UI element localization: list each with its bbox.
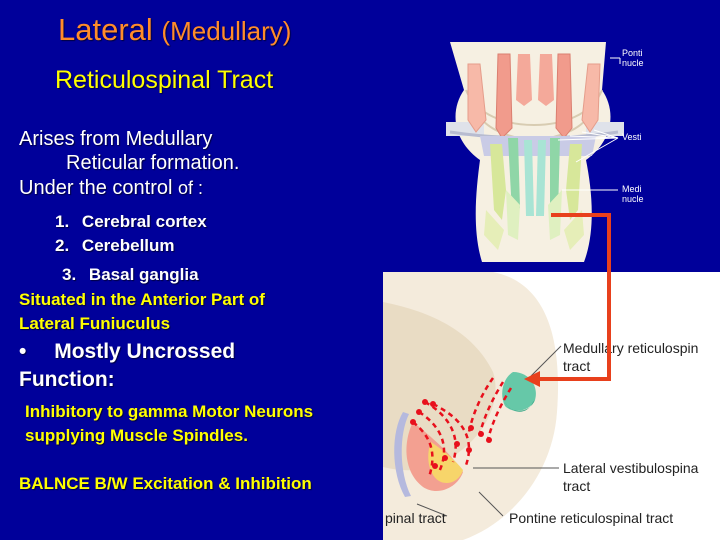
arises-line-2: Reticular formation. (66, 152, 240, 174)
label-pontine-nuclei-1: Ponti (622, 48, 643, 58)
list-number: 1. (55, 212, 70, 231)
list-text: Cerebellum (81, 236, 175, 255)
inhibitory-line-2: supplying Muscle Spindles. (25, 426, 248, 445)
label-spinal-tract: pinal tract (385, 510, 446, 526)
title-main: Lateral (58, 12, 153, 47)
brainstem-figure: Ponti nucle Vesti Medi nucle (446, 40, 720, 262)
situated-line-2: Lateral Funiuculus (19, 314, 171, 333)
list-text: Basal ganglia (88, 265, 199, 284)
label-medullary-reticulospinal-2: tract (563, 358, 591, 374)
list-item-2: 2. Cerebellum (55, 236, 175, 256)
inhibitory-line-1: Inhibitory to gamma Motor Neurons (25, 402, 314, 421)
title-line-2: Reticulospinal Tract (55, 66, 274, 94)
label-pontine-reticulospinal: Pontine reticulospinal tract (509, 510, 674, 526)
label-lateral-vestibulospinal-2: tract (563, 478, 591, 494)
label-vestibular: Vesti (622, 132, 642, 142)
label-medial-nuclei-2: nucle (622, 194, 644, 204)
uncrossed-text: Mostly Uncrossed (54, 340, 236, 363)
list-text: Cerebral cortex (81, 212, 207, 231)
spinal-cord-illustration (383, 272, 562, 540)
list-item-3: 3. Basal ganglia (62, 265, 199, 285)
control-of: of : (177, 178, 203, 198)
control-text: Under the control (19, 177, 173, 199)
list-number: 3. (62, 265, 77, 284)
control-line: Under the control of : (19, 177, 203, 200)
balance-line: BALNCE B/W Excitation & Inhibition (19, 474, 312, 493)
uncrossed-line: • Mostly Uncrossed (19, 340, 235, 364)
brainstem-illustration (446, 42, 624, 262)
title-line-1: Lateral (Medullary) (58, 12, 291, 48)
bullet: • (19, 340, 27, 363)
situated-line-1: Situated in the Anterior Part of (19, 290, 265, 309)
spinal-cord-figure: Medullary reticulospin tract Lateral ves… (383, 272, 720, 540)
list-item-1: 1. Cerebral cortex (55, 212, 207, 232)
title-sub: (Medullary) (161, 16, 292, 46)
label-medial-nuclei-1: Medi (622, 184, 642, 194)
function-heading: Function: (19, 368, 115, 391)
label-pontine-nuclei-2: nucle (622, 58, 644, 68)
label-lateral-vestibulospinal-1: Lateral vestibulospina (563, 460, 699, 476)
label-medullary-reticulospinal-1: Medullary reticulospin (563, 340, 699, 356)
arises-line-1: Arises from Medullary (19, 128, 213, 150)
list-number: 2. (55, 236, 70, 255)
